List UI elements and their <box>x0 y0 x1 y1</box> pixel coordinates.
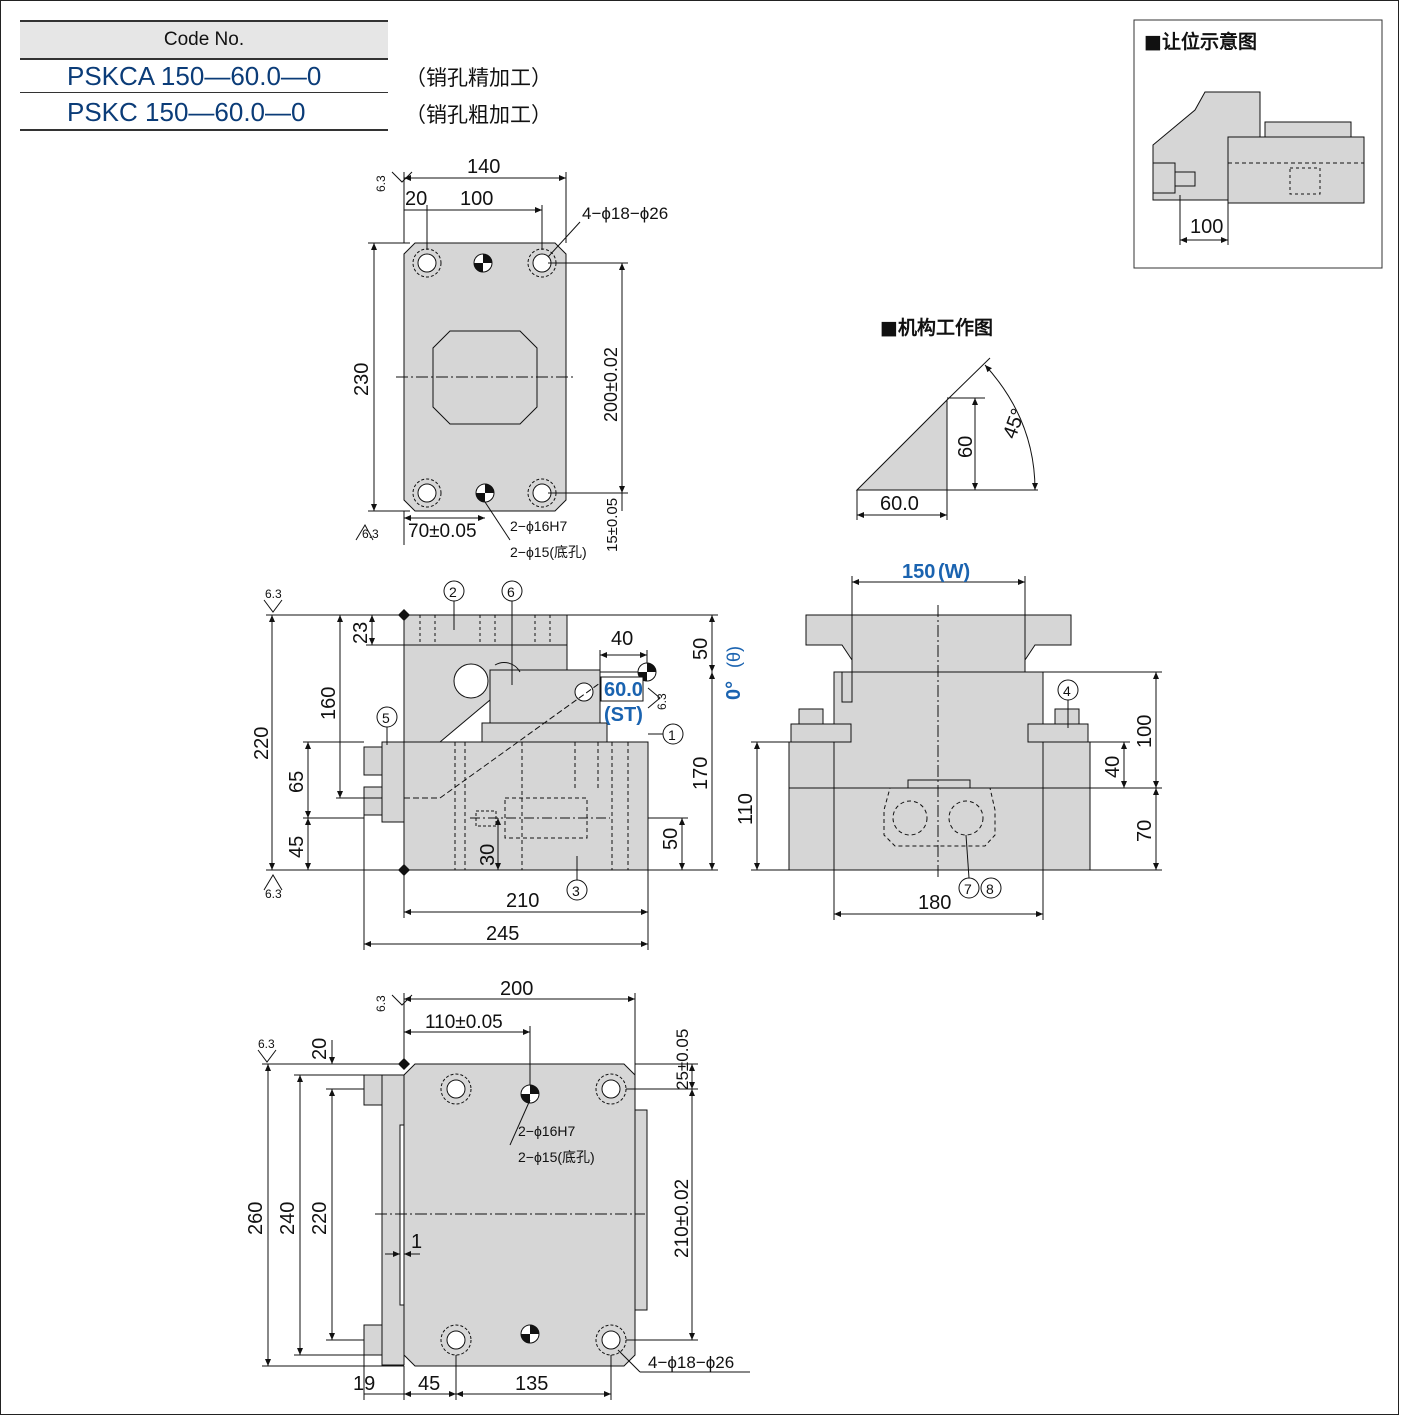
front-callouts: 4 7 8 <box>958 679 1079 899</box>
side-h23: 23 <box>350 622 372 644</box>
code-pskca: PSKCA 150—60.0—0 <box>67 61 322 91</box>
bottom-off25: 25±0.05 <box>673 1029 692 1090</box>
top-width: 140 <box>467 156 500 178</box>
side-stroke-label: (ST) <box>604 704 643 726</box>
side-w210: 210 <box>506 890 539 912</box>
top-hole-pitch: 200±0.02 <box>601 347 621 422</box>
front-width-label: (W) <box>938 561 970 583</box>
front-h100: 100 <box>1134 715 1156 748</box>
top-roughness-1: 6.3 <box>374 175 388 192</box>
side-h220: 220 <box>251 727 273 760</box>
bottom-holes-label: 4−ϕ18−ϕ26 <box>648 1353 734 1372</box>
clearance-dim: 100 <box>1190 216 1223 238</box>
clearance-title: ■让位示意图 <box>1144 30 1257 53</box>
bottom-w45: 45 <box>418 1373 440 1395</box>
side-theta: (θ) <box>724 646 744 668</box>
bottom-h220: 220 <box>309 1202 331 1235</box>
front-width-w: 150 <box>902 561 935 583</box>
top-roughness-2: 6.3 <box>362 527 379 541</box>
top-offset-70: 70±0.05 <box>408 521 477 542</box>
bottom-w135: 135 <box>515 1373 548 1395</box>
side-h170: 170 <box>690 757 712 790</box>
callout-5: 5 <box>382 710 390 726</box>
front-h70: 70 <box>1134 820 1156 842</box>
side-view: 220 160 23 65 45 30 40 50 170 50 210 245 <box>251 580 745 950</box>
code-bottom-rule <box>20 129 388 131</box>
bottom-h20: 20 <box>309 1038 331 1060</box>
side-h160: 160 <box>318 687 340 720</box>
side-stroke: 60.0 <box>604 679 643 701</box>
side-h30: 30 <box>477 844 499 866</box>
bottom-pin-holes <box>520 1084 540 1344</box>
bottom-offset-110: 110±0.05 <box>425 1012 503 1033</box>
top-view: 140 20 100 4−ϕ18−ϕ26 230 200±0.02 15±0.0… <box>351 156 668 560</box>
front-h110: 110 <box>735 793 757 825</box>
front-h40: 40 <box>1102 756 1124 778</box>
side-h50: 50 <box>660 828 682 850</box>
bottom-pin-hole: 2−ϕ16H7 <box>518 1123 575 1139</box>
callout-8: 8 <box>986 881 994 897</box>
mechanism-angle: 45° <box>999 406 1030 442</box>
top-pin-holes <box>473 253 495 503</box>
mechanism-stroke: 60.0 <box>880 493 919 515</box>
note-rough: （销孔粗加工） <box>405 103 552 127</box>
side-roughness-1: 6.3 <box>265 587 282 601</box>
callout-7: 7 <box>964 881 972 897</box>
front-w180: 180 <box>918 892 951 914</box>
bottom-pin-hole-bottom: 2−ϕ15(底孔) <box>518 1149 595 1165</box>
callout-4: 4 <box>1063 683 1071 699</box>
side-w40: 40 <box>611 628 633 650</box>
mechanism-height: 60 <box>955 436 977 458</box>
top-pitch-100: 100 <box>460 188 493 210</box>
code-table: Code No. <box>20 20 388 60</box>
bottom-h240: 240 <box>277 1202 299 1235</box>
side-callouts: 1 2 3 5 6 <box>376 580 684 901</box>
side-h65: 65 <box>286 771 308 793</box>
side-h45: 45 <box>286 836 308 858</box>
bottom-h260: 260 <box>245 1202 267 1235</box>
mechanism-inset: ■机构工作图 60 45° 60.0 <box>855 316 1038 520</box>
code-divider <box>20 92 388 93</box>
callout-6: 6 <box>507 584 515 600</box>
side-h50-top: 50 <box>690 638 712 660</box>
code-table-header: Code No. <box>20 20 388 60</box>
bottom-gap1: 1 <box>411 1231 422 1253</box>
side-roughness-3: 6.3 <box>655 693 669 710</box>
front-view: 150 (W) 100 40 70 110 180 4 7 8 <box>735 561 1162 920</box>
note-fine: （销孔精加工） <box>405 66 552 90</box>
side-angle: 0° <box>723 681 745 700</box>
bottom-pitch210: 210±0.02 <box>672 1179 693 1258</box>
top-pin-hole: 2−ϕ16H7 <box>510 518 567 534</box>
code-pskc: PSKC 150—60.0—0 <box>67 97 306 127</box>
top-offset-15: 15±0.05 <box>604 498 621 552</box>
top-pitch-20: 20 <box>405 188 427 210</box>
mechanism-title: ■机构工作图 <box>880 316 993 339</box>
bottom-view: 200 110±0.05 2−ϕ16H7 2−ϕ15(底孔) 260 240 2… <box>245 978 750 1400</box>
callout-1: 1 <box>668 727 676 743</box>
callout-2: 2 <box>449 584 457 600</box>
bottom-bolt-holes <box>440 1073 627 1356</box>
bottom-w19: 19 <box>353 1373 375 1395</box>
top-height: 230 <box>351 363 373 396</box>
side-roughness-2: 6.3 <box>265 887 282 901</box>
callout-3: 3 <box>572 883 580 899</box>
top-pin-hole-bottom: 2−ϕ15(底孔) <box>510 544 587 560</box>
clearance-inset: ■让位示意图 100 <box>1133 19 1383 269</box>
bottom-roughness-2: 6.3 <box>258 1037 275 1051</box>
bottom-roughness-1: 6.3 <box>374 995 388 1012</box>
bottom-w200: 200 <box>500 978 533 1000</box>
side-w245: 245 <box>486 923 519 945</box>
top-holes-label: 4−ϕ18−ϕ26 <box>582 204 668 223</box>
